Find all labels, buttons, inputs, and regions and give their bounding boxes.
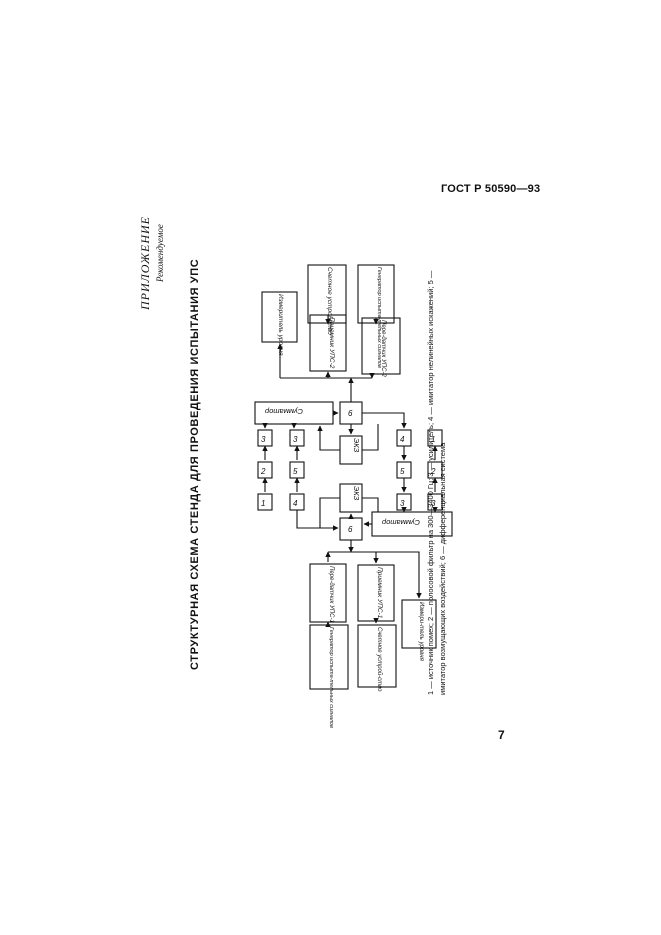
n3d-label: 3 xyxy=(431,499,436,508)
n2b-label: 2 xyxy=(430,467,436,476)
tx2-label: Пере-датчик УПС-2 xyxy=(380,320,386,377)
meter2-label: Измеритель уровня xyxy=(277,294,284,356)
n5a-label: 5 xyxy=(293,467,298,476)
n6a-label: 6 xyxy=(348,409,353,418)
n1a-label: 1 xyxy=(261,499,265,508)
gen2-label: Генератор испыта-тельных сигналов xyxy=(376,267,382,368)
figure-caption: 1 — источник помех; 2 — полосовой фильтр… xyxy=(426,270,447,695)
n3b-label: 3 xyxy=(293,435,298,444)
t1a-box xyxy=(257,493,273,511)
rx2-label: Приемник УПС-2 xyxy=(328,317,335,369)
gen2-box xyxy=(357,264,395,324)
tx1-label: Пере-датчик УПС-1 xyxy=(328,566,334,623)
n1b-label: 1 xyxy=(431,435,435,444)
n4b-label: 4 xyxy=(400,435,405,444)
cnt2-label: Счетное устройство xyxy=(326,267,334,335)
tx1-box xyxy=(309,563,347,623)
ekv1-label: ЭКЗ xyxy=(352,486,361,501)
meter1-label: Измери-тель уровня xyxy=(418,602,424,662)
gen1-label: Генератор испыта-тельных сигналов xyxy=(328,627,334,728)
sum-top-label: Сумматор xyxy=(265,407,303,416)
page-number: 7 xyxy=(498,728,505,742)
ekv2-label: ЭКЗ xyxy=(352,438,361,453)
tx2-box xyxy=(361,317,401,375)
n4a-label: 4 xyxy=(293,499,298,508)
n3a-label: 3 xyxy=(261,435,266,444)
n2a-label: 2 xyxy=(260,467,266,476)
meter2-box xyxy=(261,291,298,343)
document-code: ГОСТ Р 50590—93 xyxy=(441,183,541,195)
n3c-label: 3 xyxy=(400,499,405,508)
n5b-label: 5 xyxy=(400,467,405,476)
meter1-box xyxy=(401,599,437,649)
cnt1-label: Счетное устрой-ство xyxy=(376,627,383,692)
cnt1-box xyxy=(357,624,397,688)
rx1-box xyxy=(357,564,395,622)
rx1-label: Приемник УПС-1 xyxy=(376,567,383,619)
sum-bottom-label: Сумматор xyxy=(382,518,420,527)
n6b-label: 6 xyxy=(348,525,353,534)
